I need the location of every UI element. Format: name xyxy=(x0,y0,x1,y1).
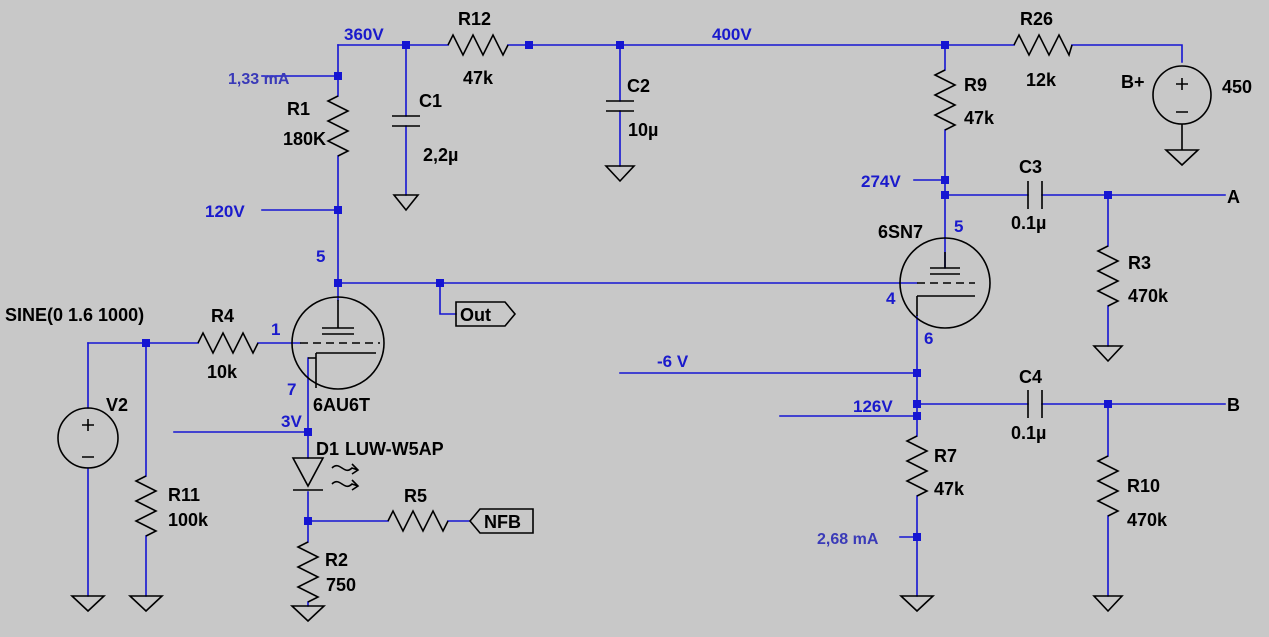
c4-body xyxy=(1027,390,1043,418)
pin-7-6au6: 7 xyxy=(287,380,296,399)
voltage-120: 120V xyxy=(205,202,245,221)
c1-value: 2,2µ xyxy=(423,145,458,165)
r12-value: 47k xyxy=(463,68,494,88)
v2-value: SINE(0 1.6 1000) xyxy=(5,305,144,325)
r9-name: R9 xyxy=(964,75,987,95)
port-a-label: A xyxy=(1227,187,1240,207)
port-b-label: B xyxy=(1227,395,1240,415)
voltage-minus6: -6 V xyxy=(657,352,689,371)
r1-name: R1 xyxy=(287,99,310,119)
bplus-name: B+ xyxy=(1121,72,1145,92)
r11-body xyxy=(134,475,158,537)
r7-value: 47k xyxy=(934,479,965,499)
r5-name: R5 xyxy=(404,486,427,506)
r12-name: R12 xyxy=(458,9,491,29)
pin-6-6sn7: 6 xyxy=(924,329,933,348)
tube-6sn7-name: 6SN7 xyxy=(878,222,923,242)
r26-value: 12k xyxy=(1026,70,1057,90)
r2-value: 750 xyxy=(326,575,356,595)
r5-body xyxy=(387,509,449,533)
r3-body xyxy=(1096,245,1120,307)
r10-body xyxy=(1096,455,1120,517)
bplus-value: 450 xyxy=(1222,77,1252,97)
c2-name: C2 xyxy=(627,76,650,96)
c1-body xyxy=(392,115,420,127)
current-r7: 2,68 mA xyxy=(817,531,879,548)
tube-6au6t-name: 6AU6T xyxy=(313,395,370,415)
r10-value: 470k xyxy=(1127,510,1168,530)
r3-value: 470k xyxy=(1128,286,1169,306)
bplus-source xyxy=(1152,65,1212,150)
current-r1: 1,33 mA xyxy=(228,71,290,88)
led-d1 xyxy=(291,457,360,491)
c2-value: 10µ xyxy=(628,120,658,140)
voltage-126: 126V xyxy=(853,397,893,416)
c4-name: C4 xyxy=(1019,367,1042,387)
r2-name: R2 xyxy=(325,550,348,570)
c1-name: C1 xyxy=(419,91,442,111)
r11-name: R11 xyxy=(168,485,200,505)
d1-name: D1 xyxy=(316,439,339,459)
voltage-400: 400V xyxy=(712,25,752,44)
r4-body xyxy=(197,331,259,355)
r9-value: 47k xyxy=(964,108,995,128)
voltage-274: 274V xyxy=(861,172,901,191)
voltage-3: 3V xyxy=(281,412,302,431)
r11-value: 100k xyxy=(168,510,209,530)
nfb-port-label: NFB xyxy=(484,512,521,532)
out-port-label: Out xyxy=(460,305,491,325)
v2-source xyxy=(57,407,119,469)
pin-5-6sn7: 5 xyxy=(954,217,963,236)
v2-name: V2 xyxy=(106,395,128,415)
junctions xyxy=(142,41,1112,541)
r2-body xyxy=(296,541,320,603)
r7-name: R7 xyxy=(934,446,957,466)
pin-5-6au6: 5 xyxy=(316,247,325,266)
c4-value: 0.1µ xyxy=(1011,423,1046,443)
r26-name: R26 xyxy=(1020,9,1053,29)
pin-4-6sn7: 4 xyxy=(886,289,896,308)
c2-body xyxy=(606,100,634,112)
r3-name: R3 xyxy=(1128,253,1151,273)
pin-1-6au6: 1 xyxy=(271,320,280,339)
r4-value: 10k xyxy=(207,362,238,382)
r12-body xyxy=(447,33,509,57)
r9-body xyxy=(933,69,957,131)
tube-6sn7 xyxy=(899,237,991,329)
c3-name: C3 xyxy=(1019,157,1042,177)
r1-body xyxy=(326,95,350,157)
r1-value: 180K xyxy=(283,129,326,149)
r26-body xyxy=(1013,33,1073,58)
r7-body xyxy=(905,435,929,497)
d1-value: LUW-W5AP xyxy=(345,439,444,459)
tube-6au6t xyxy=(291,296,385,390)
c3-body xyxy=(1027,181,1043,209)
out-port: Out xyxy=(455,301,517,327)
nfb-port: NFB xyxy=(468,508,534,534)
c3-value: 0.1µ xyxy=(1011,213,1046,233)
r10-name: R10 xyxy=(1127,476,1160,496)
r4-name: R4 xyxy=(211,306,234,326)
voltage-360: 360V xyxy=(344,25,384,44)
